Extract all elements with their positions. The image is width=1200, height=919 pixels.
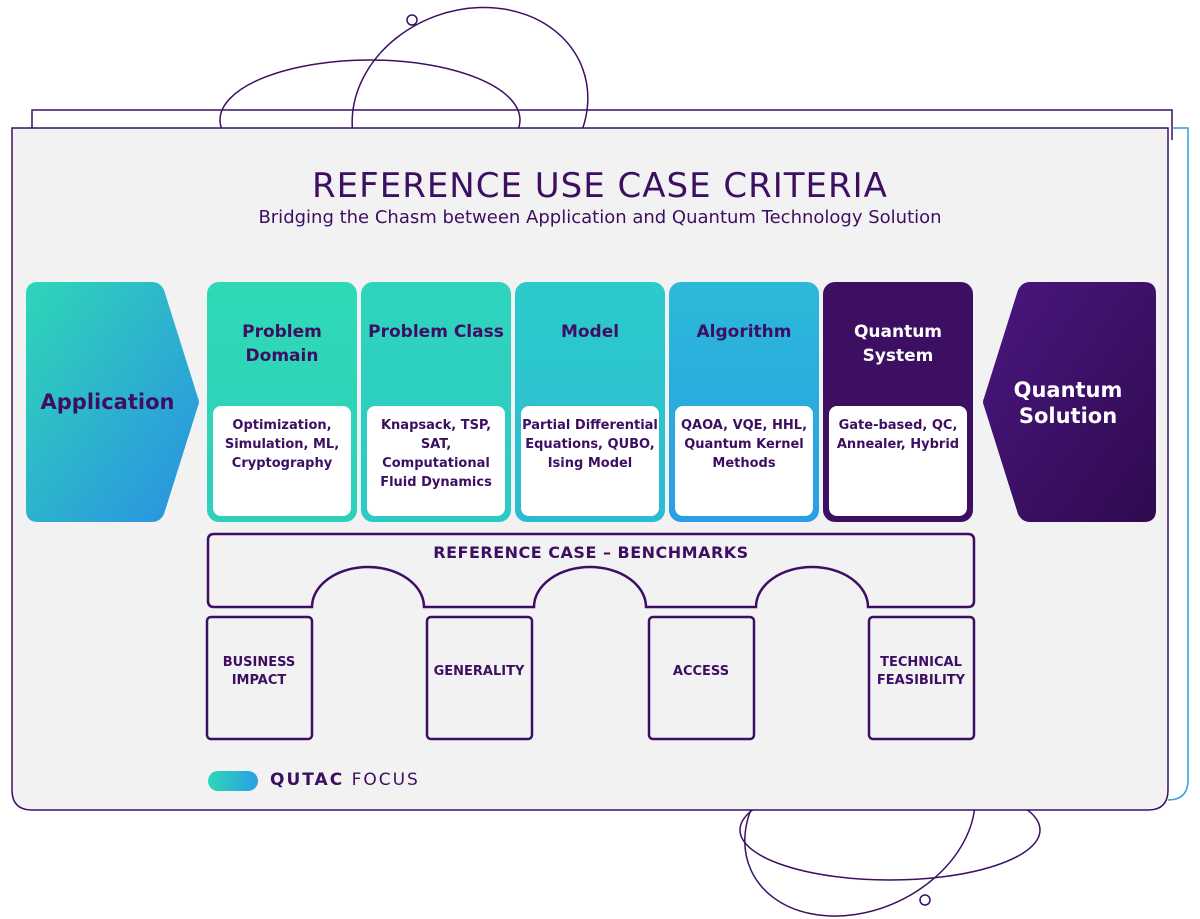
page-subtitle: Bridging the Chasm between Application a… xyxy=(258,207,942,228)
column-problem-class: Problem Class Knapsack, TSP, SAT, Comput… xyxy=(361,282,511,522)
pillar-frame-1 xyxy=(205,615,314,741)
column-body: Optimization, Simulation, ML, Cryptograp… xyxy=(213,406,351,516)
column-body: QAOA, VQE, HHL, Quantum Kernel Methods xyxy=(675,406,813,516)
page-title: REFERENCE USE CASE CRITERIA xyxy=(312,166,888,206)
legend-brand: QUTAC xyxy=(270,770,345,790)
pillar-frame-2 xyxy=(425,615,534,741)
pillar-business-impact: BUSINESS IMPACT xyxy=(222,655,296,688)
pillar-access: ACCESS xyxy=(672,664,730,679)
pillar-frame-4 xyxy=(867,615,976,741)
column-heading: Model xyxy=(560,322,620,342)
legend-focus: FOCUS xyxy=(351,770,420,790)
back-panel-frame-right xyxy=(1167,127,1189,801)
column-problem-domain: Problem Domain Optimization, Simulation,… xyxy=(207,282,357,522)
pillar-technical-feasibility: TECHNICAL FEASIBILITY xyxy=(876,655,966,688)
pillar-generality: GENERALITY xyxy=(433,664,525,679)
legend-swatch xyxy=(208,771,258,791)
application-arrow-shape xyxy=(26,282,199,522)
column-quantum-system: Quantum System Gate-based, QC, Annealer,… xyxy=(823,282,973,522)
column-body: Knapsack, TSP, SAT, Computational Fluid … xyxy=(367,406,505,516)
column-heading: Problem Domain xyxy=(242,322,322,366)
column-model: Model Partial Differential Equations, QU… xyxy=(515,282,665,522)
application-label: Application xyxy=(40,390,175,414)
pillar-frame-3 xyxy=(647,615,756,741)
column-heading: Problem Class xyxy=(368,322,504,342)
benchmarks-title: REFERENCE CASE – BENCHMARKS xyxy=(433,543,749,562)
column-heading: Quantum System xyxy=(853,322,943,366)
orbit-dot-bottom xyxy=(919,894,931,906)
column-body: Gate-based, QC, Annealer, Hybrid xyxy=(829,406,967,516)
quantum-solution-label: Quantum Solution xyxy=(1013,378,1123,428)
orbit-dot-top xyxy=(406,14,418,26)
back-panel-frame xyxy=(31,109,1173,140)
benchmarks-bridge xyxy=(206,532,976,609)
legend-label: QUTAC FOCUS xyxy=(270,770,420,790)
column-heading: Algorithm xyxy=(696,322,792,342)
solution-arrow-shape xyxy=(983,282,1156,522)
column-algorithm: Algorithm QAOA, VQE, HHL, Quantum Kernel… xyxy=(669,282,819,522)
column-body: Partial Differential Equations, QUBO, Is… xyxy=(521,406,659,516)
